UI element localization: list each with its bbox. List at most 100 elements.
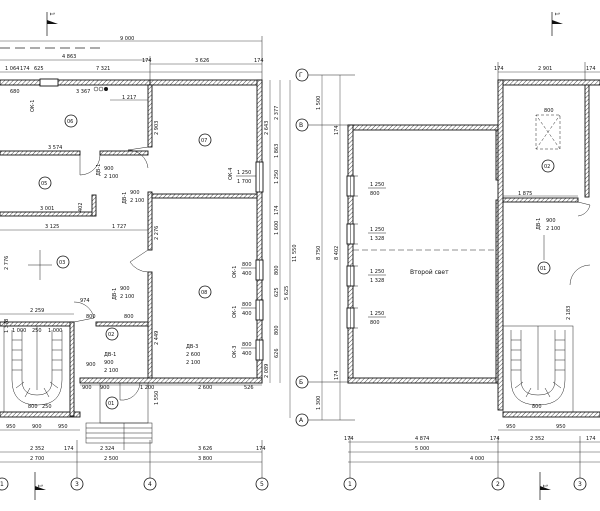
svg-text:2 100: 2 100	[120, 294, 134, 300]
svg-text:900: 900	[120, 286, 130, 292]
svg-text:3 574: 3 574	[48, 145, 62, 151]
svg-text:800: 800	[242, 342, 252, 348]
svg-text:900: 900	[100, 385, 110, 391]
svg-text:2 100: 2 100	[104, 368, 118, 374]
room-08: 08	[198, 285, 212, 299]
svg-text:950: 950	[506, 424, 516, 430]
svg-text:625: 625	[274, 287, 280, 297]
svg-text:1: 1	[348, 481, 352, 488]
axis-col-5: 5	[255, 477, 269, 491]
svg-text:174: 174	[274, 205, 280, 215]
room-02: 02	[105, 327, 119, 341]
section-mark-top-right: 1	[551, 12, 563, 36]
svg-text:2 901: 2 901	[538, 66, 552, 72]
svg-text:1 250: 1 250	[370, 182, 384, 188]
svg-text:1 217: 1 217	[122, 95, 136, 101]
room-r02: 02	[541, 159, 555, 173]
svg-text:2 776: 2 776	[4, 256, 10, 270]
svg-text:1 250: 1 250	[274, 170, 280, 184]
axis-col-r2: 2	[491, 477, 505, 491]
left-plan-porch	[85, 382, 153, 450]
svg-text:ОК-1: ОК-1	[30, 100, 36, 112]
svg-text:1: 1	[0, 481, 4, 488]
svg-text:2 643: 2 643	[264, 121, 270, 135]
right-plan-labels: 1 250 800 1 250 1 328 1 250 1 328 1 250 …	[353, 108, 591, 410]
svg-text:01: 01	[540, 266, 546, 272]
svg-text:250: 250	[32, 328, 42, 334]
right-plan-rooms: 02 01	[537, 159, 555, 275]
svg-text:2 500: 2 500	[104, 456, 118, 462]
dim-d4: 7 321	[96, 66, 110, 72]
svg-text:2 377: 2 377	[274, 106, 280, 120]
left-axes: 1 3 4 5	[0, 477, 269, 491]
svg-text:2 276: 2 276	[154, 226, 160, 240]
left-bottom-dimensions: 950 900 950 2 352 2 324 3 626 174 174 2 …	[0, 424, 266, 478]
svg-text:2 700: 2 700	[30, 456, 44, 462]
svg-text:400: 400	[242, 271, 252, 277]
svg-text:3: 3	[578, 481, 582, 488]
svg-text:1 727: 1 727	[112, 224, 126, 230]
svg-text:1 378: 1 378	[4, 319, 10, 333]
right-plan-stairs	[502, 325, 574, 413]
svg-text:1 328: 1 328	[370, 278, 384, 284]
svg-text:680: 680	[10, 89, 20, 95]
axis-col-4: 4	[143, 477, 157, 491]
svg-text:800: 800	[544, 108, 554, 114]
right-top-dimensions: 2 901 174 174	[494, 62, 600, 82]
svg-text:4 874: 4 874	[415, 436, 429, 442]
svg-text:Г: Г	[299, 72, 303, 79]
svg-text:ОК-1: ОК-1	[232, 306, 238, 318]
svg-text:174: 174	[344, 436, 354, 442]
dim-d8: 174	[20, 66, 30, 72]
dim-d5: 3 626	[195, 58, 209, 64]
axis-row-g: Г	[295, 68, 355, 82]
svg-text:1 700: 1 700	[237, 179, 251, 185]
svg-text:03: 03	[59, 260, 65, 266]
svg-text:1 600: 1 600	[274, 221, 280, 235]
dim-d3: 625	[34, 66, 44, 72]
svg-text:Б: Б	[299, 379, 303, 386]
section-mark-label: 1	[48, 12, 55, 16]
svg-text:4: 4	[148, 481, 152, 488]
svg-text:2 600: 2 600	[198, 385, 212, 391]
left-right-dimensions: 2 643 2 377 1 863 1 250 1 600 174 800 62…	[264, 80, 298, 418]
section-mark-label: 1	[541, 484, 548, 488]
svg-text:1 500: 1 500	[316, 96, 322, 110]
svg-text:2 089: 2 089	[264, 364, 270, 378]
svg-text:626: 626	[274, 348, 280, 358]
svg-text:800: 800	[370, 191, 380, 197]
svg-text:900: 900	[104, 360, 114, 366]
svg-text:800: 800	[532, 404, 542, 410]
svg-text:1 300: 1 300	[316, 396, 322, 410]
svg-text:02: 02	[544, 164, 550, 170]
right-axes: 1 2 3	[343, 477, 587, 491]
svg-text:526: 526	[244, 385, 254, 391]
svg-text:174: 174	[334, 370, 340, 380]
axis-row-b: Б	[295, 375, 355, 389]
svg-text:2 183: 2 183	[566, 306, 572, 320]
svg-text:А: А	[299, 417, 304, 424]
axis-col-r3: 3	[573, 477, 587, 491]
dim-d1: 4 863	[62, 54, 76, 60]
svg-text:08: 08	[201, 290, 207, 296]
dim-d7: 174	[254, 58, 264, 64]
svg-text:174: 174	[586, 436, 596, 442]
left-plan-windows	[39, 78, 264, 361]
svg-text:3 001: 3 001	[40, 206, 54, 212]
svg-text:1 328: 1 328	[370, 236, 384, 242]
stair-dim: 250	[42, 404, 52, 410]
svg-text:900: 900	[546, 218, 556, 224]
svg-text:5: 5	[260, 481, 264, 488]
svg-text:8 402: 8 402	[334, 246, 340, 260]
svg-text:800: 800	[124, 314, 134, 320]
room-05: 05	[38, 176, 52, 190]
svg-text:900: 900	[86, 362, 96, 368]
svg-text:11 550: 11 550	[292, 245, 298, 263]
left-plan-doors	[73, 146, 149, 401]
left-plan-rooms: 06 05 03 07 08 02 01 04	[28, 86, 212, 410]
svg-text:ОК-4: ОК-4	[228, 168, 234, 180]
svg-text:2 100: 2 100	[546, 226, 560, 232]
svg-text:1 250: 1 250	[237, 170, 251, 176]
stair-dim: 800	[28, 404, 38, 410]
section-mark-bottom-left: 1	[34, 472, 46, 500]
